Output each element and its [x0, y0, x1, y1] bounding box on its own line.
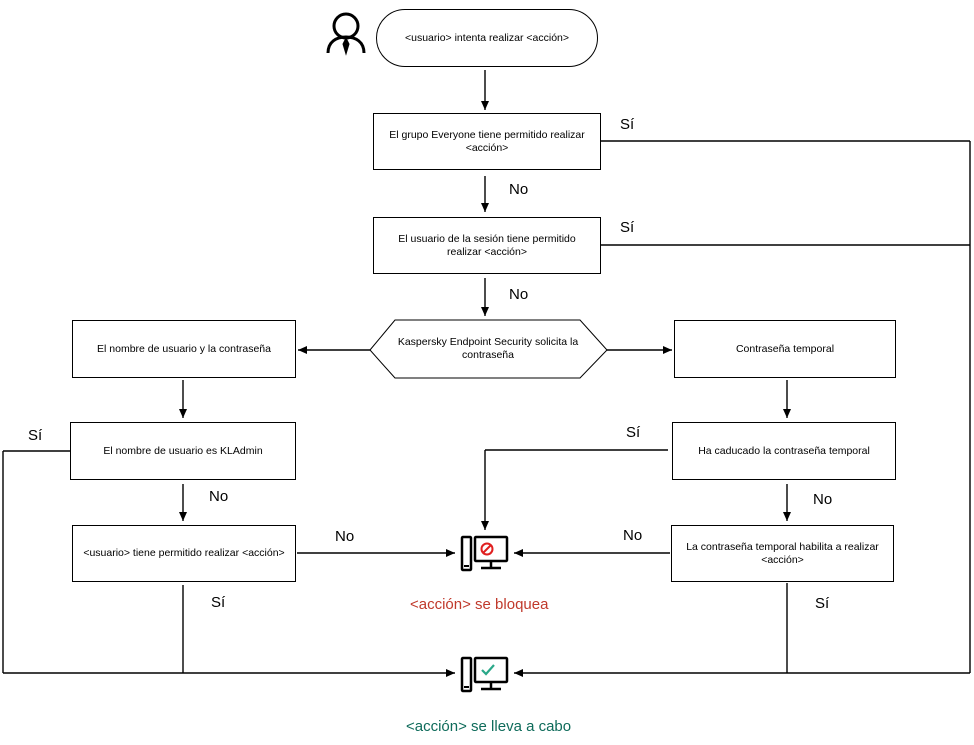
- edge-label-yes: Sí: [815, 595, 830, 612]
- edge-label-yes: Sí: [620, 219, 635, 236]
- edge-label-yes: Sí: [620, 116, 635, 133]
- user-allowed-node: <usuario> tiene permitido realizar <acci…: [72, 525, 296, 582]
- edge-label-no: No: [623, 527, 643, 544]
- is-kladmin-node: El nombre de usuario es KLAdmin: [70, 422, 296, 480]
- user-pass-node: El nombre de usuario y la contraseña: [72, 320, 296, 378]
- kes-request-node: Kaspersky Endpoint Security solicita la …: [397, 336, 579, 361]
- edge-label-no: No: [335, 528, 355, 545]
- computer-allowed-icon: [460, 656, 509, 693]
- edge-label-yes: Sí: [28, 427, 43, 444]
- edge-label-no: No: [509, 181, 529, 198]
- edge-label-yes: Sí: [626, 424, 641, 441]
- temp-allows-node: La contraseña temporal habilita a realiz…: [671, 525, 894, 582]
- edge-label-no: No: [813, 491, 833, 508]
- session-user-allowed-node: El usuario de la sesión tiene permitido …: [373, 217, 601, 274]
- temp-pass-node: Contraseña temporal: [674, 320, 896, 378]
- connectors: [2, 70, 971, 677]
- user-icon: [326, 12, 366, 56]
- computer-blocked-icon: [460, 535, 509, 572]
- edge-label-no: No: [209, 488, 229, 505]
- edge-label-no: No: [509, 286, 529, 303]
- edge-label-yes: Sí: [211, 594, 226, 611]
- everyone-allowed-node: El grupo Everyone tiene permitido realiz…: [373, 113, 601, 170]
- start-node: <usuario> intenta realizar <acción>: [376, 9, 598, 67]
- result-allowed-label: <acción> se lleva a cabo: [406, 718, 572, 735]
- temp-expired-node: Ha caducado la contraseña temporal: [672, 422, 896, 480]
- result-blocked-label: <acción> se bloquea: [410, 596, 549, 613]
